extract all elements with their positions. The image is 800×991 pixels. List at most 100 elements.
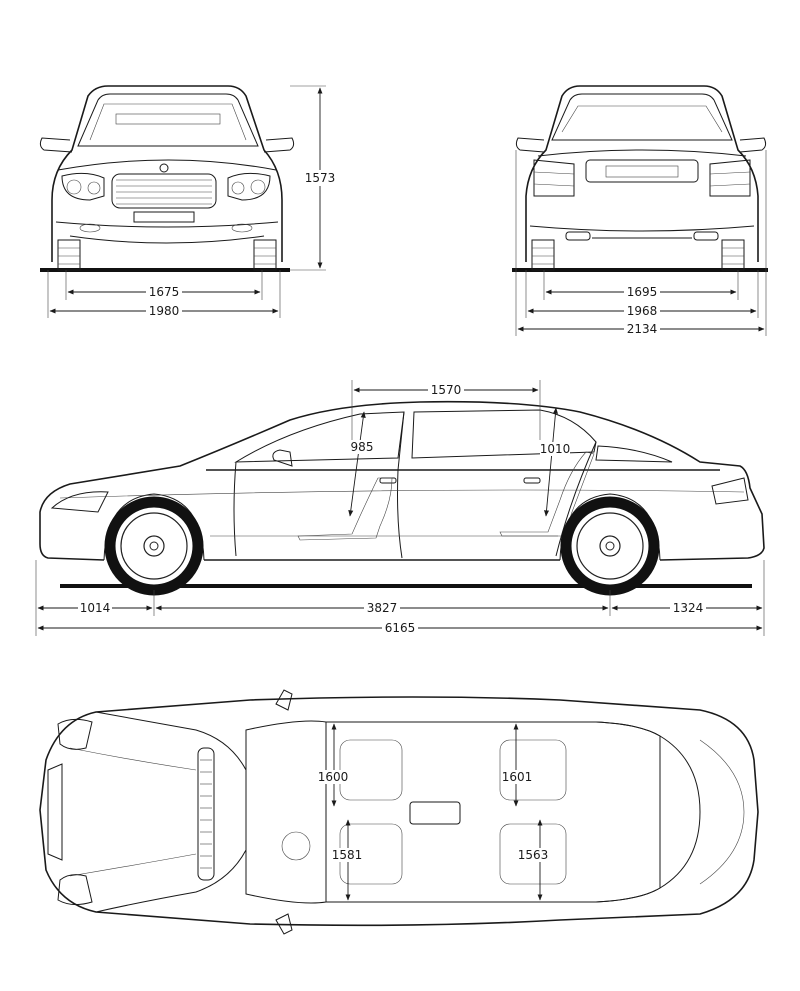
rear-interior	[561, 105, 723, 133]
side-door-divider	[397, 411, 405, 559]
rear-left-taillight	[533, 159, 575, 197]
front-hip-label: 1581	[332, 848, 363, 862]
rear-plate-recess	[585, 159, 699, 183]
rear-right-exhaust	[693, 231, 719, 241]
wheelbase-label-bg	[364, 601, 400, 615]
door-span-label-bg	[428, 383, 464, 397]
rear-body-outline	[525, 85, 759, 262]
top-rear-left-seat	[499, 739, 567, 801]
front-view: 1573 1675 1980	[39, 85, 335, 318]
rear-headroom-dim-line	[544, 407, 558, 517]
rear-hip-label: 1563	[518, 848, 549, 862]
rear-right-taillight	[709, 159, 751, 197]
side-front-seat	[297, 477, 393, 541]
side-taillight	[711, 477, 749, 505]
front-interior	[89, 103, 247, 141]
top-right-mirror	[275, 913, 293, 935]
front-track-label-bg	[146, 285, 182, 299]
front-left-foglight	[79, 223, 101, 233]
top-rear-right-seat	[499, 823, 567, 885]
front-overhang-label: 1014	[80, 601, 111, 615]
side-body-outline	[39, 400, 765, 561]
rear-width-label-bg	[624, 304, 660, 318]
front-track-label: 1675	[149, 285, 180, 299]
length-label: 6165	[385, 621, 416, 635]
top-left-mirror	[275, 689, 293, 711]
rear-bumper-line	[529, 225, 755, 232]
front-license-plate	[133, 211, 195, 223]
rear-width-label: 1968	[627, 304, 658, 318]
rear-view: 1695 1968 2134	[512, 85, 768, 336]
front-width-label-bg	[146, 304, 182, 318]
front-left-headlight	[61, 172, 105, 201]
rear-overhang-label: 1324	[673, 601, 704, 615]
front-hood-line	[57, 159, 277, 171]
door-span-label: 1570	[431, 383, 462, 397]
side-headlight	[50, 491, 109, 513]
rear-mirror-width-label-bg	[624, 322, 660, 336]
top-right-headlight	[57, 874, 93, 906]
rear-shoulder-label-bg	[502, 770, 532, 784]
rear-tire-tread	[532, 247, 744, 265]
top-windshield	[245, 720, 327, 904]
rear-left-tire	[531, 239, 555, 271]
front-windshield	[77, 93, 259, 147]
side-mirror	[272, 449, 293, 467]
front-body-outline	[51, 85, 283, 262]
side-front-door-front-edge	[233, 461, 237, 557]
top-hood	[95, 711, 247, 913]
rear-track-label: 1695	[627, 285, 658, 299]
top-view: 1600 1601 1581 1563	[39, 689, 759, 935]
side-rear-window	[411, 409, 597, 459]
side-view: 985 1010 1570 1014 3827 1324 6165	[35, 380, 765, 636]
top-hood-vent-slats	[200, 759, 212, 869]
rear-trunk-line	[537, 149, 747, 157]
top-center-console	[409, 801, 461, 825]
rear-overhang-label-bg	[670, 601, 706, 615]
front-lower-bumper	[69, 235, 265, 244]
rear-taillight-lines	[533, 171, 751, 187]
front-left-mirror	[39, 137, 73, 153]
side-front-window	[234, 411, 405, 463]
rear-window	[551, 93, 733, 141]
side-rear-door-rear-edge	[555, 441, 597, 557]
front-headroom-label: 985	[351, 440, 374, 454]
rear-right-tire	[721, 239, 745, 271]
rear-mirror-width-label: 2134	[627, 322, 658, 336]
front-mirror-interior	[115, 113, 221, 125]
front-right-mirror	[263, 137, 295, 153]
front-headroom-label-bg	[348, 440, 376, 454]
top-front-grille	[47, 763, 63, 861]
top-trunk-line	[699, 739, 745, 885]
front-tire-tread	[58, 247, 276, 265]
front-right-headlight	[227, 172, 271, 201]
front-grille-bars	[116, 179, 212, 205]
front-headroom-dim-line	[348, 411, 366, 517]
top-rear-window	[595, 721, 701, 903]
front-hip-label-bg	[332, 848, 362, 862]
side-rear-seat	[499, 451, 595, 537]
top-body-outline	[39, 696, 759, 927]
front-door-handle	[379, 477, 397, 484]
front-bumper-line	[55, 221, 279, 228]
top-cabin	[325, 721, 661, 903]
rear-headroom-label-bg	[540, 442, 570, 456]
front-right-foglight	[231, 223, 253, 233]
side-quarter-window	[595, 445, 673, 463]
rear-track-label-bg	[624, 285, 660, 299]
side-front-wheel	[110, 502, 198, 590]
side-character-line	[59, 489, 745, 499]
front-grille	[111, 173, 217, 209]
front-shoulder-label-bg	[318, 770, 348, 784]
rear-license-plate	[605, 165, 679, 178]
rear-hip-label-bg	[518, 848, 548, 862]
length-label-bg	[382, 621, 418, 635]
rear-door-handle	[523, 477, 541, 484]
front-shoulder-label: 1600	[318, 770, 349, 784]
front-overhang-label-bg	[78, 601, 112, 615]
front-right-tire	[253, 239, 277, 271]
side-rear-wheel	[566, 502, 654, 590]
rear-left-exhaust	[565, 231, 591, 241]
